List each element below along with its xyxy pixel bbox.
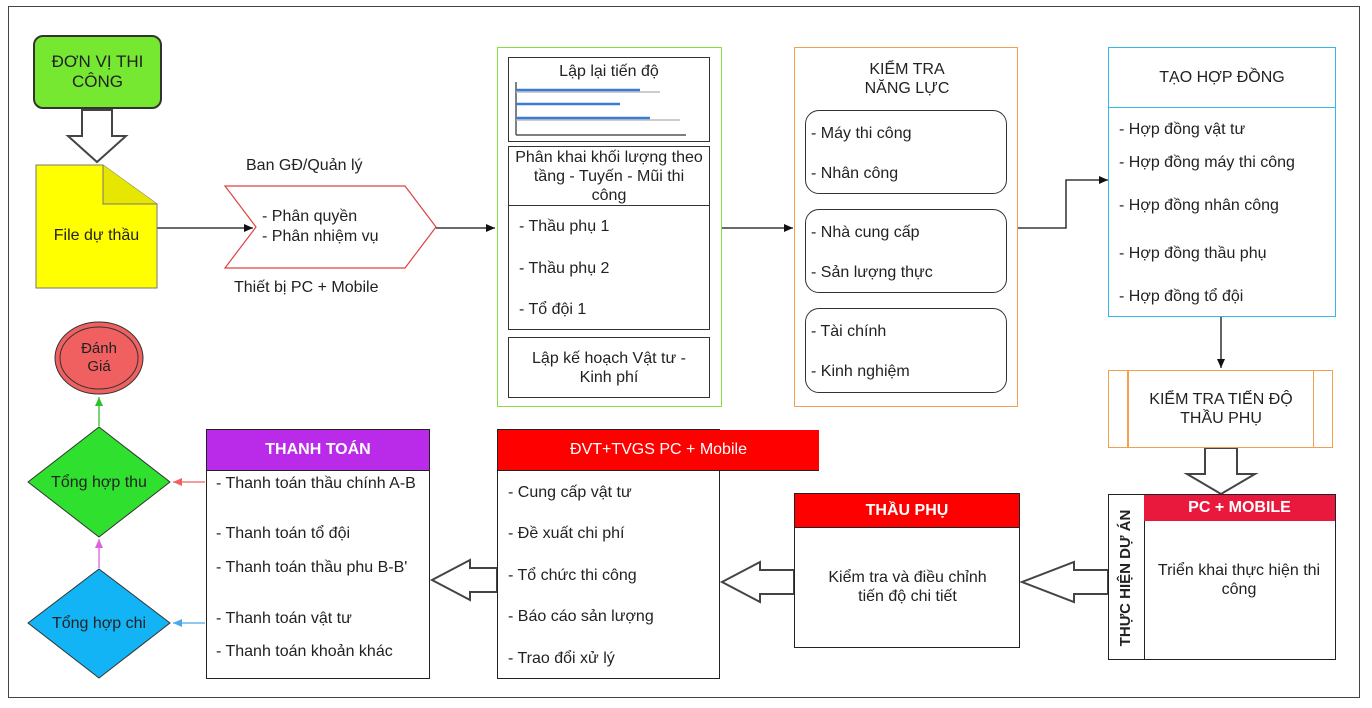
subcontractor-box: THẦU PHỤ Kiểm tra và điều chỉnh tiến độ … — [794, 493, 1020, 648]
dvt-item-4: - Báo cáo sản lượng — [508, 608, 654, 625]
payment-item-2: - Thanh toán tổ đội — [216, 525, 351, 542]
capacity-title-text: KIỂM TRA NĂNG LỰC — [864, 61, 950, 97]
sub-item-3: - Tổ đội 1 — [519, 301, 587, 318]
dvt-header-text: ĐVT+TVGS PC + Mobile — [570, 441, 747, 458]
hollow-arrow-left-3 — [429, 558, 498, 602]
subcontractor-body: Kiểm tra và điều chỉnh tiến độ chi tiết — [815, 562, 1000, 612]
contract-title: TẠO HỢP ĐỒNG — [1109, 48, 1335, 108]
ban-item-1: - Phân quyền — [262, 208, 358, 225]
split-box: Phân khai khối lượng theo tầng - Tuyến -… — [508, 146, 710, 206]
file-corner — [102, 165, 157, 205]
contract-item-3: - Hợp đồng nhân công — [1119, 197, 1279, 214]
construction-unit-label: ĐƠN VỊ THI CÔNG — [51, 52, 144, 91]
subcontractor-body-text: Kiểm tra và điều chỉnh tiến độ chi tiết — [828, 569, 987, 605]
capacity-title: KIỂM TRA NĂNG LỰC — [845, 57, 969, 101]
dvt-item-2: - Đề xuất chi phí — [508, 525, 625, 542]
diagram-frame — [8, 6, 1360, 698]
management-label: Ban GĐ/Quản lý — [246, 157, 363, 174]
cap1-item-1: - Máy thi công — [811, 125, 912, 142]
sub-item-2: - Thầu phụ 2 — [519, 260, 610, 277]
hollow-arrow-left-2 — [719, 560, 795, 604]
dvt-item-5: - Trao đổi xử lý — [508, 650, 615, 667]
payment-header-text: THANH TOÁN — [265, 441, 371, 458]
construction-unit-box: ĐƠN VỊ THI CÔNG — [33, 35, 162, 109]
project-body: Triển khai thực hiện thi công — [1154, 555, 1324, 605]
expense-diamond — [27, 568, 171, 679]
cap2-item-2: - Sản lượng thực — [811, 264, 933, 281]
cap3-item-1: - Tài chính — [811, 323, 887, 340]
dvt-item-3: - Tổ chức thi công — [508, 567, 637, 584]
contract-item-1: - Hợp đồng vật tư — [1119, 121, 1246, 138]
payment-box: THANH TOÁN - Thanh toán thầu chính A-B -… — [206, 429, 430, 679]
expense-label: Tổng hợp chi — [51, 614, 147, 632]
project-side — [1109, 495, 1145, 659]
payment-item-5: - Thanh toán khoản khác — [216, 643, 393, 660]
device-label: Thiết bị PC + Mobile — [234, 279, 379, 296]
reschedule-label: Lập lại tiến độ — [559, 63, 659, 80]
contract-item-2: - Hợp đồng máy thi công — [1119, 154, 1295, 171]
plan-group — [497, 47, 722, 407]
capacity-group-2: - Nhà cung cấp - Sản lượng thực — [805, 209, 1007, 293]
sub-item-1: - Thầu phụ 1 — [519, 218, 610, 235]
project-vertical-label: THỰC HIỆN DỰ ÁN — [1117, 509, 1134, 647]
income-diamond — [27, 426, 171, 538]
bid-file-node: File dự thầu — [36, 215, 157, 255]
edge-capacity-contract — [1018, 176, 1108, 229]
payment-item-3: - Thanh toán thầu phu B-B' — [216, 559, 408, 576]
check-sub-box: KIỂM TRA TIẾN ĐỘ THẦU PHỤ — [1108, 370, 1333, 448]
reschedule-box: Lập lại tiến độ — [508, 57, 710, 142]
hollow-arrow-left-1 — [1019, 560, 1109, 604]
dvt-box: ĐVT+TVGS PC + Mobile - Cung cấp vật tư -… — [497, 429, 819, 679]
subs-box: - Thầu phụ 1 - Thầu phụ 2 - Tổ đội 1 — [508, 205, 710, 330]
cap2-item-1: - Nhà cung cấp — [811, 224, 920, 241]
budget-label: Lập kế hoạch Vật tư - Kinh phí — [532, 349, 686, 386]
hollow-arrow-down-2 — [1183, 447, 1259, 496]
contract-item-4: - Hợp đồng thầu phụ — [1119, 245, 1267, 262]
capacity-group-1: - Máy thi công - Nhân công — [805, 110, 1007, 194]
budget-box: Lập kế hoạch Vật tư - Kinh phí — [508, 337, 710, 398]
check-sub-label: KIỂM TRA TIẾN ĐỘ THẦU PHỤ — [1131, 371, 1311, 447]
project-body-text: Triển khai thực hiện thi công — [1157, 562, 1321, 598]
project-header-text: PC + MOBILE — [1188, 499, 1291, 516]
capacity-group-3: - Tài chính - Kinh nghiệm — [805, 308, 1007, 393]
payment-item-1: - Thanh toán thầu chính A-B — [216, 475, 416, 492]
cap1-item-2: - Nhân công — [811, 165, 899, 182]
check-sub-text: KIỂM TRA TIẾN ĐỘ THẦU PHỤ — [1149, 391, 1293, 427]
payment-item-4: - Thanh toán vật tư — [216, 610, 352, 627]
split-label: Phân khai khối lượng theo tầng - Tuyến -… — [515, 148, 703, 204]
contract-box: TẠO HỢP ĐỒNG - Hợp đồng vật tư - Hợp đồn… — [1108, 47, 1336, 317]
hollow-arrow-down-1 — [65, 109, 129, 164]
evaluate-text: Đánh Giá — [81, 340, 117, 375]
contract-title-text: TẠO HỢP ĐỒNG — [1159, 69, 1285, 86]
ban-chevron — [223, 185, 437, 269]
subcontractor-header: THẦU PHỤ — [795, 494, 1019, 528]
cap3-item-2: - Kinh nghiệm — [811, 363, 910, 380]
subcontractor-header-text: THẦU PHỤ — [865, 501, 949, 519]
project-header: PC + MOBILE — [1144, 495, 1335, 521]
evaluate-label: Đánh Giá — [72, 336, 126, 380]
dvt-item-1: - Cung cấp vật tư — [508, 484, 632, 501]
income-label: Tổng hợp thu — [51, 473, 147, 491]
bid-file-label: File dự thầu — [53, 226, 140, 244]
contract-item-5: - Hợp đồng tổ đội — [1119, 288, 1244, 305]
dvt-header: ĐVT+TVGS PC + Mobile — [498, 430, 819, 471]
payment-header: THANH TOÁN — [207, 430, 429, 471]
capacity-group: KIỂM TRA NĂNG LỰC — [794, 47, 1018, 407]
project-box: THỰC HIỆN DỰ ÁN PC + MOBILE Triển khai t… — [1108, 494, 1336, 660]
ban-item-2: - Phân nhiệm vụ — [262, 228, 379, 245]
gantt-mini-chart — [515, 82, 686, 136]
evaluate-circle — [54, 321, 144, 395]
